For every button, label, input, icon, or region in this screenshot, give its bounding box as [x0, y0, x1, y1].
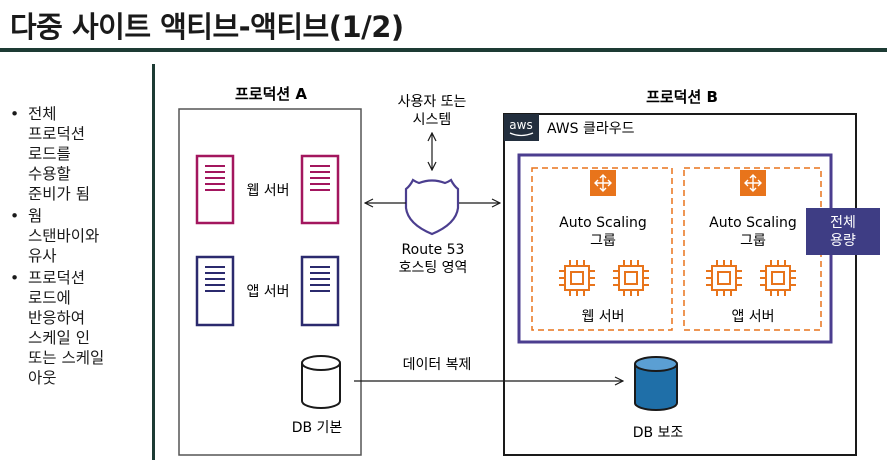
- auto-scaling-group-web: [531, 167, 673, 331]
- route53-shield-icon: [404, 178, 460, 236]
- route53-label: Route 53: [402, 242, 465, 258]
- database-icon: [634, 356, 678, 411]
- asg-label: Auto Scaling: [709, 215, 797, 231]
- aws-logo: aws: [504, 114, 539, 141]
- aws-cloud-label: AWS 클라우드: [547, 121, 635, 137]
- full-capacity-region: [517, 153, 833, 344]
- db-primary-label: DB 기본: [292, 420, 343, 436]
- asg-label: 그룹: [590, 233, 616, 249]
- database-icon: [301, 355, 341, 409]
- web-server-label-b: 웹 서버: [581, 309, 624, 325]
- bullet-item: 프로덕션 로드에 반응하여 스케일 인 또는 스케일 아웃: [8, 268, 148, 388]
- page-title: 다중 사이트 액티브-액티브(1/2): [10, 10, 404, 44]
- db-secondary-label: DB 보조: [633, 425, 684, 441]
- replication-label: 데이터 복제: [403, 357, 472, 373]
- full-capacity-badge: [806, 208, 880, 255]
- vertical-divider: [152, 64, 155, 460]
- web-server-icon: [195, 154, 235, 225]
- bullet-list: 전체 프로덕션 로드를 수용할 준비가 됨 웜 스탠바이와 유사 프로덕션 로드…: [8, 104, 148, 390]
- aws-cloud-box: [503, 113, 857, 456]
- ec2-instance-icon: [613, 260, 649, 296]
- app-server-icon: [300, 255, 340, 327]
- ec2-instance-icon: [706, 260, 742, 296]
- bullet-item: 웜 스탠바이와 유사: [8, 206, 148, 266]
- ec2-instance-icon: [760, 260, 796, 296]
- asg-label: Auto Scaling: [559, 215, 647, 231]
- production-a-box: [178, 108, 362, 456]
- production-b-title: 프로덕션 B: [646, 88, 718, 106]
- route53-label: 호스팅 영역: [399, 260, 468, 276]
- auto-scaling-icon: [590, 170, 616, 196]
- app-server-label-b: 앱 서버: [731, 309, 774, 325]
- app-server-icon: [195, 255, 235, 327]
- users-label: 사용자 또는: [398, 94, 467, 110]
- production-a-title: 프로덕션 A: [235, 85, 307, 103]
- app-server-label-a: 앱 서버: [246, 284, 289, 300]
- bullet-item: 전체 프로덕션 로드를 수용할 준비가 됨: [8, 104, 148, 204]
- web-server-label-a: 웹 서버: [246, 183, 289, 199]
- web-server-icon: [300, 154, 340, 225]
- auto-scaling-icon: [740, 170, 766, 196]
- users-label: 시스템: [413, 112, 452, 128]
- full-capacity-badge-text: 용량: [830, 233, 856, 249]
- ec2-instance-icon: [559, 260, 595, 296]
- asg-label: 그룹: [740, 233, 766, 249]
- full-capacity-badge-text: 전체: [830, 215, 856, 231]
- title-divider: [0, 48, 887, 52]
- svg-text:aws: aws: [509, 118, 532, 132]
